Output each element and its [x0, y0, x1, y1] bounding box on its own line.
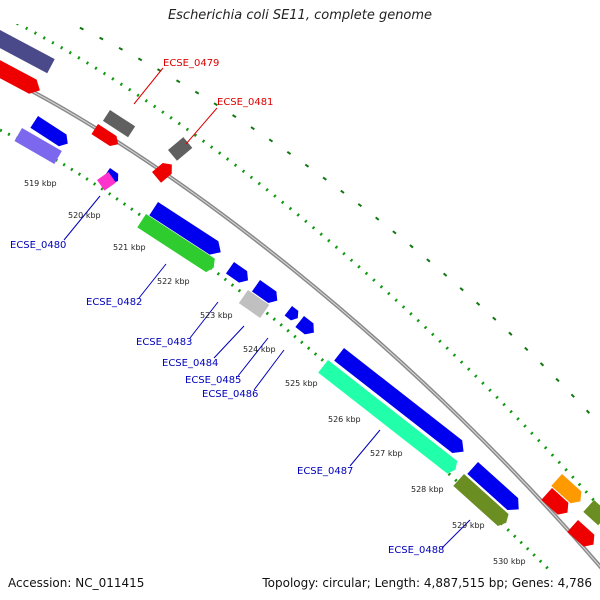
gene-label-ecse-0485[interactable]: ECSE_0485 [185, 375, 241, 386]
gene-label-ecse-0481[interactable]: ECSE_0481 [217, 97, 273, 108]
tick-label: 530 kbp [493, 557, 526, 566]
map-title: Escherichia coli SE11, complete genome [167, 8, 433, 23]
gc-track-outer [14, 24, 600, 510]
gene-label-ecse-0484[interactable]: ECSE_0484 [162, 358, 218, 369]
gene-label-ecse-0488[interactable]: ECSE_0488 [388, 545, 444, 556]
cds-purple-top [0, 30, 55, 74]
tick-label: 520 kbp [68, 211, 101, 220]
gene-label-ecse-0482[interactable]: ECSE_0482 [86, 297, 142, 308]
tick-label: 528 kbp [411, 485, 444, 494]
tick-label: 525 kbp [285, 379, 318, 388]
tick-label: 523 kbp [200, 311, 233, 320]
leader-0488 [441, 519, 471, 549]
genome-summary-text: Topology: circular; Length: 4,887,515 bp… [262, 576, 592, 590]
cds-gray-0479 [102, 110, 136, 138]
cds-blue-0482 [149, 202, 221, 255]
cds-olive-right [583, 500, 600, 526]
cds-aqua-0487 [318, 360, 458, 474]
tick-label: 519 kbp [24, 179, 57, 188]
tick-label: 527 kbp [370, 449, 403, 458]
cds-lavender [14, 128, 62, 164]
leader-0486 [253, 349, 285, 391]
cds-green-0482 [137, 214, 215, 273]
tick-label: 524 kbp [243, 345, 276, 354]
tick-label: 526 kbp [328, 415, 361, 424]
gc-track-outer-2 [69, 24, 600, 427]
cds-red-0481 [152, 163, 172, 183]
cds-blue-0484 [251, 280, 278, 303]
cds-red-right [541, 488, 569, 515]
gene-label-ecse-0479[interactable]: ECSE_0479 [163, 58, 219, 69]
leader-0481 [185, 107, 218, 145]
tick-label: 522 kbp [157, 277, 190, 286]
leader-0482 [138, 263, 167, 299]
cds-blue-0486 [295, 316, 314, 335]
accession-text: Accession: NC_011415 [8, 576, 145, 590]
cds-olive-0488 [453, 474, 509, 527]
gene-label-ecse-0483[interactable]: ECSE_0483 [136, 337, 192, 348]
gene-label-ecse-0480[interactable]: ECSE_0480 [10, 240, 66, 251]
leader-0479 [133, 67, 164, 105]
cds-orange [551, 474, 582, 504]
cds-magenta [97, 171, 116, 191]
backbone-inner [0, 74, 600, 568]
cds-blue-0485 [284, 306, 299, 321]
leader-0480 [63, 195, 101, 241]
gene-label-ecse-0487[interactable]: ECSE_0487 [297, 466, 353, 477]
leader-0483 [189, 301, 219, 339]
cds-blue-a [30, 116, 68, 147]
cds-blue-0483 [225, 262, 249, 283]
cds-blue-0488 [467, 462, 519, 511]
cds-red-top [0, 58, 40, 94]
leader-0484 [213, 325, 245, 359]
tick-label: 521 kbp [113, 243, 146, 252]
tick-label: 529 kbp [452, 521, 485, 530]
cds-red-0479 [91, 124, 119, 147]
cds-red-right-2 [567, 520, 595, 547]
cds-blue-0487 [334, 348, 464, 453]
gene-label-ecse-0486[interactable]: ECSE_0486 [202, 389, 258, 400]
leader-0485 [237, 337, 269, 377]
cds-lightgray-0484 [238, 290, 270, 319]
leader-0487 [349, 429, 381, 467]
gc-track-inner [0, 128, 552, 570]
